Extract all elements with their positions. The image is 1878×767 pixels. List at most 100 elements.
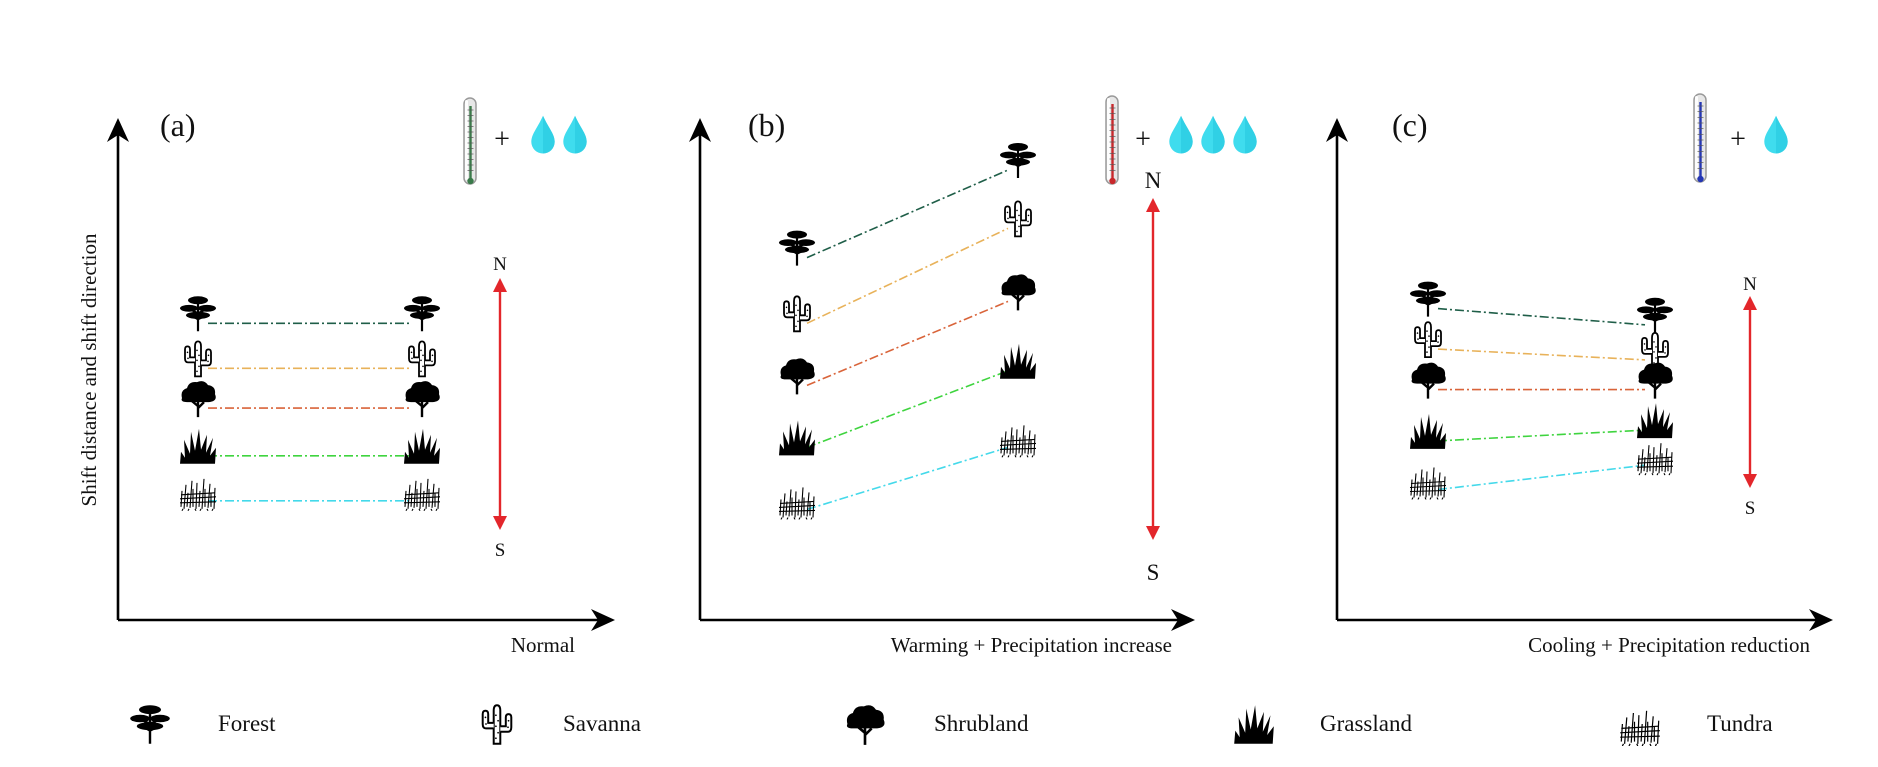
x-axis-label: Cooling + Precipitation reduction	[1528, 633, 1810, 657]
legend-label: Forest	[218, 711, 276, 736]
shrubland-icon	[1637, 361, 1674, 400]
shift-line	[806, 446, 1009, 511]
panel-b: (b)Warming + Precipitation increase+NS	[689, 95, 1257, 657]
shift-line	[806, 370, 1009, 449]
shift-line	[806, 227, 1009, 325]
y-axis-arrowhead	[107, 118, 129, 142]
shift-line-shrubland	[180, 379, 441, 419]
shift-line-forest	[777, 141, 1038, 267]
y-axis-label: Shift distance and shift direction	[77, 233, 101, 506]
legend-label: Shrubland	[934, 711, 1029, 736]
shift-line-forest	[178, 295, 442, 333]
savanna-icon	[184, 340, 212, 378]
y-axis-arrowhead	[689, 118, 711, 142]
thermometer-icon	[1693, 93, 1707, 183]
forest-icon	[998, 141, 1038, 180]
shift-line-savanna	[783, 200, 1032, 333]
water-drop-icon	[1764, 115, 1788, 154]
legend-item-tundra: Tundra	[1619, 710, 1773, 746]
grassland-icon	[1410, 413, 1446, 449]
shift-line-forest	[1408, 280, 1675, 334]
grassland-icon	[1000, 343, 1036, 379]
legend-label: Savanna	[563, 711, 641, 736]
tundra-icon	[1636, 442, 1674, 476]
plus-sign: +	[494, 124, 510, 155]
tundra-icon	[999, 424, 1037, 458]
grassland-icon	[1234, 705, 1274, 744]
shift-line	[1437, 348, 1646, 361]
shift-line-tundra	[1409, 442, 1674, 500]
water-drop-icon	[1169, 115, 1193, 154]
tundra-icon	[403, 478, 441, 511]
shrubland-icon	[404, 379, 441, 419]
shift-line-grassland	[779, 343, 1036, 456]
forest-icon	[1635, 296, 1675, 334]
shrubland-icon	[779, 357, 816, 396]
grassland-icon	[180, 428, 216, 464]
forest-icon	[128, 704, 172, 746]
x-axis-arrowhead	[591, 609, 615, 631]
shift-line	[1437, 307, 1646, 326]
north-south-arrow	[1743, 296, 1757, 488]
shift-line	[806, 169, 1009, 259]
savanna-icon	[481, 704, 513, 745]
shrubland-icon	[845, 703, 886, 746]
legend-item-savanna: Savanna	[481, 704, 641, 745]
shift-line-tundra	[179, 478, 441, 511]
shift-line-tundra	[778, 424, 1037, 520]
shrubland-icon	[180, 379, 217, 419]
savanna-icon	[1641, 331, 1669, 369]
north-south-arrow	[493, 278, 507, 530]
savanna-icon	[1004, 200, 1032, 238]
savanna-icon	[408, 340, 436, 378]
north-label: N	[1145, 168, 1162, 193]
plus-sign: +	[1730, 124, 1746, 155]
water-drop-icon	[1201, 115, 1225, 154]
tundra-icon	[1409, 466, 1447, 500]
savanna-icon	[1414, 321, 1442, 359]
shift-line-savanna	[184, 340, 436, 378]
water-drop-icon	[531, 115, 555, 154]
panel-a: (a) Normal + N S	[107, 97, 615, 657]
shrubland-icon	[1410, 361, 1447, 400]
forest-icon	[402, 295, 442, 333]
legend-item-forest: Forest	[128, 704, 276, 746]
grassland-icon	[404, 428, 440, 464]
x-axis-label: Warming + Precipitation increase	[891, 633, 1172, 657]
thermometer-icon	[1105, 95, 1119, 185]
shift-line-savanna	[1414, 321, 1669, 369]
x-axis-arrowhead	[1809, 609, 1833, 631]
legend-label: Tundra	[1707, 711, 1773, 736]
water-drop-icon	[1233, 115, 1257, 154]
thermometer-icon	[463, 97, 477, 185]
water-drop-icon	[563, 115, 587, 154]
panel-label: (c)	[1392, 107, 1428, 143]
tundra-icon	[778, 486, 816, 520]
shift-line	[1437, 464, 1646, 491]
forest-icon	[178, 295, 218, 333]
north-label: N	[493, 254, 507, 275]
south-label: S	[1147, 560, 1160, 585]
panels-group: (a)Normal+NS(b)Warming + Precipitation i…	[77, 93, 1833, 657]
y-axis-arrowhead	[1326, 118, 1348, 142]
shift-line-grassland	[1410, 403, 1673, 449]
shift-line-shrubland	[1410, 361, 1674, 400]
north-south-arrow	[1146, 198, 1160, 540]
grassland-icon	[779, 420, 815, 456]
shrubland-icon	[1000, 273, 1037, 312]
tundra-icon	[179, 478, 217, 511]
forest-icon	[777, 229, 817, 267]
south-label: S	[1745, 498, 1756, 519]
legend: Forest Savanna Shrubland Grassland Tundra	[128, 703, 1773, 746]
shift-line-shrubland	[779, 273, 1037, 396]
tundra-icon	[1619, 710, 1661, 746]
panel-label: (a)	[160, 107, 196, 143]
legend-label: Grassland	[1320, 711, 1412, 736]
shift-line	[806, 300, 1009, 387]
south-label: S	[495, 540, 506, 561]
legend-item-shrubland: Shrubland	[845, 703, 1029, 746]
plus-sign: +	[1135, 124, 1151, 155]
x-axis-label: Normal	[511, 633, 575, 657]
shift-line-grassland	[180, 428, 440, 464]
